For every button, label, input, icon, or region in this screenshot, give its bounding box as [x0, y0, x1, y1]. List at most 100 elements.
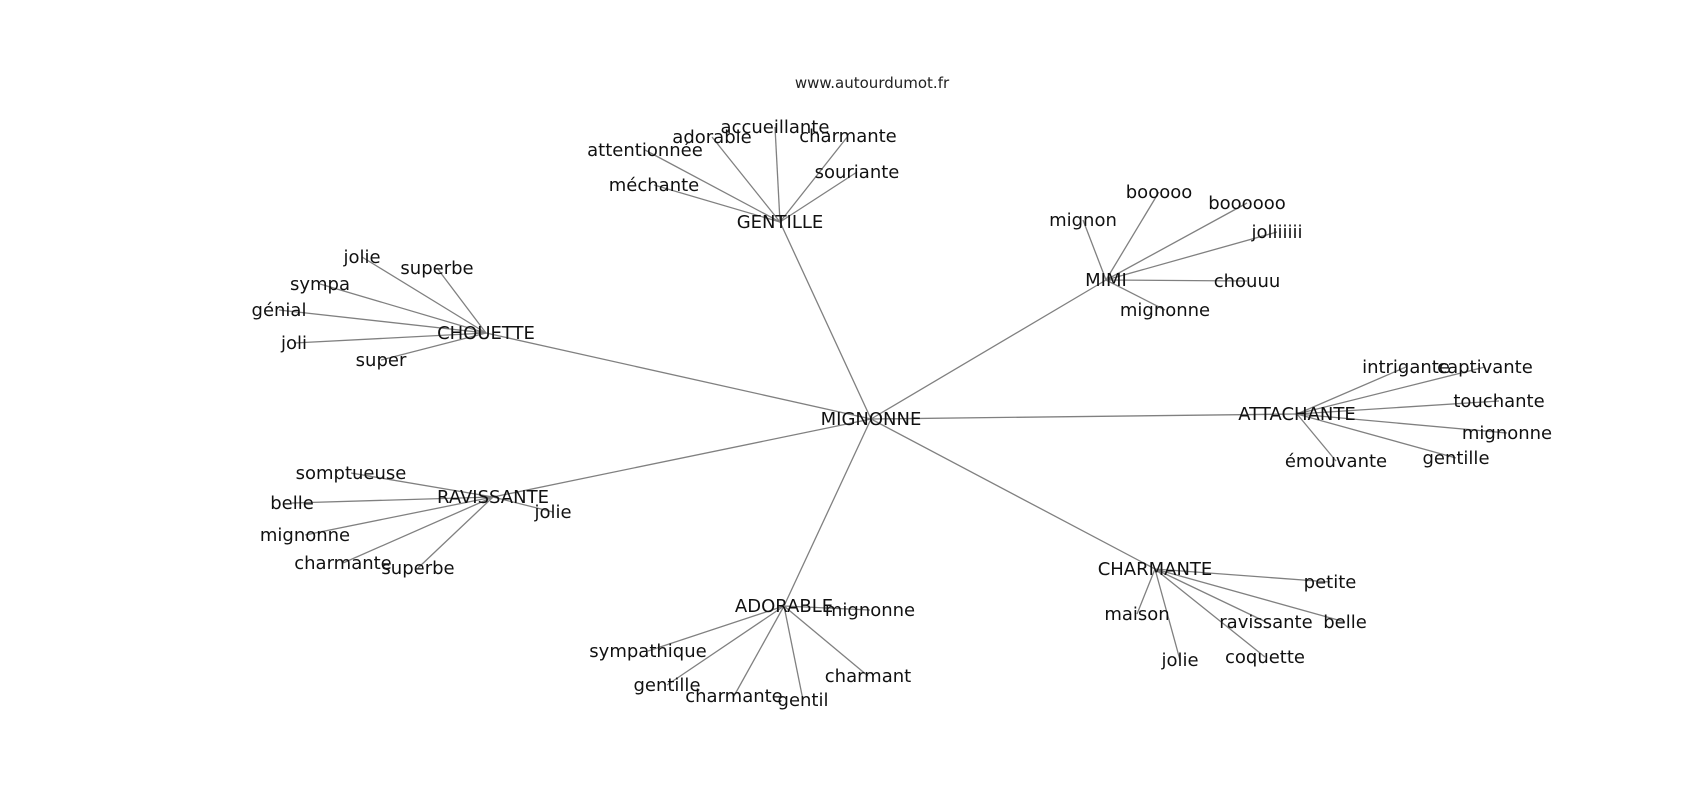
edge-hub-word [644, 149, 781, 223]
edge-hub-word [1296, 413, 1457, 459]
edge-root-hub [870, 418, 1156, 570]
edge-hub-word [711, 136, 781, 223]
edge-hub-word [647, 605, 785, 652]
word-node-label: mignonne [1462, 423, 1552, 444]
word-node-label: super [356, 350, 407, 371]
word-node-label: sympa [290, 274, 350, 295]
edge-hub-word [1105, 231, 1278, 281]
edge-hub-word [1136, 568, 1156, 615]
edge-hub-word [278, 309, 487, 334]
word-node-label: maison [1104, 604, 1169, 625]
edge-hub-word [1154, 568, 1267, 623]
edge-hub-word [361, 256, 487, 334]
edge-root-hub [485, 332, 872, 420]
word-node-label: méchante [609, 175, 699, 196]
edge-hub-word [783, 605, 871, 611]
word-node-label: charmante [294, 553, 392, 574]
hub-node-label: RAVISSANTE [437, 487, 549, 508]
word-node-label: intrigante [1362, 357, 1450, 378]
edge-hub-word [1154, 568, 1266, 658]
edge-hub-word [1082, 219, 1107, 281]
edge-hub-word [1296, 413, 1337, 462]
edge-hub-word [1105, 279, 1248, 282]
edge-hub-word [774, 126, 781, 223]
edge-hub-word [436, 267, 487, 334]
word-node-label: jolie [342, 247, 380, 268]
word-node-label: mignon [1049, 210, 1117, 231]
hub-node-label: MIMI [1085, 270, 1127, 291]
word-node-label: charmante [799, 126, 897, 147]
word-node-label: joliiiiii [1250, 222, 1302, 243]
edge-root-hub [870, 279, 1107, 420]
watermark: www.autourdumot.fr [795, 74, 950, 92]
edge-hub-word [319, 283, 487, 334]
word-node-label: attentionnée [587, 140, 703, 161]
edge-hub-word [342, 496, 494, 564]
edge-hub-word [492, 496, 554, 513]
edge-hub-word [666, 605, 785, 686]
edge-hub-word [1105, 202, 1248, 281]
word-node-label: mignonne [1120, 300, 1210, 321]
word-node-label: belle [1323, 612, 1367, 633]
edge-hub-word [1154, 568, 1331, 583]
edge-hub-word [1154, 568, 1346, 623]
edge-hub-word [350, 472, 494, 498]
word-node-label: adorable [672, 127, 751, 148]
word-node-label: accueillante [721, 117, 830, 138]
word-node-label: jolie [533, 502, 571, 523]
edge-hub-word [653, 184, 781, 223]
word-node-label: touchante [1453, 391, 1544, 412]
word-node-label: sympathique [589, 641, 706, 662]
edges [278, 126, 1508, 701]
word-node-label: gentille [1422, 448, 1489, 469]
hub-node-label: ADORABLE [735, 596, 833, 617]
edge-hub-word [1105, 279, 1166, 311]
word-node-label: coquette [1225, 647, 1305, 668]
word-node-label: belle [270, 493, 314, 514]
word-node-label: souriante [815, 162, 900, 183]
word-node-label: jolie [1160, 650, 1198, 671]
hub-node-label: CHOUETTE [437, 323, 535, 344]
edge-hub-word [733, 605, 785, 697]
edge-hub-word [293, 332, 487, 344]
edge-root-hub [492, 418, 872, 498]
root-node-label: MIGNONNE [821, 409, 922, 430]
edge-hub-word [1154, 568, 1181, 661]
hub-node-label: GENTILLE [737, 212, 824, 233]
edge-hub-word [380, 332, 487, 361]
word-node-label: captivante [1437, 357, 1533, 378]
word-node-label: boooooo [1208, 193, 1286, 214]
edge-hub-word [783, 605, 804, 701]
labels: MIGNONNE GENTILLE accueillanteadorableatte… [252, 117, 1553, 711]
word-node-label: émouvante [1285, 451, 1387, 472]
word-node-label: mignonne [260, 525, 350, 546]
edge-hub-word [304, 496, 494, 536]
edge-hub-word [779, 171, 858, 223]
word-node-label: superbe [400, 258, 473, 279]
word-node-label: joli [280, 333, 307, 354]
word-node-label: gentil [778, 690, 829, 711]
edge-root-hub [783, 418, 872, 607]
edge-root-hub [779, 221, 872, 420]
edge-hub-word [779, 135, 849, 223]
word-node-label: mignonne [825, 600, 915, 621]
word-node-label: petite [1304, 572, 1357, 593]
word-node-label: charmante [685, 686, 783, 707]
word-node-label: booooo [1126, 182, 1193, 203]
hub-node-label: ATTACHANTE [1238, 404, 1355, 425]
edge-hub-word [783, 605, 869, 677]
word-node-label: somptueuse [296, 463, 407, 484]
word-node-label: génial [252, 300, 307, 321]
hub-node-label: CHARMANTE [1098, 559, 1213, 580]
edge-hub-word [1105, 191, 1160, 281]
word-node-label: chouuu [1214, 271, 1281, 292]
edge-root-hub [870, 413, 1298, 420]
edge-hub-word [1296, 413, 1508, 434]
word-node-label: gentille [633, 675, 700, 696]
word-node-label: ravissante [1219, 612, 1312, 633]
edge-hub-word [417, 496, 494, 569]
edge-hub-word [1296, 400, 1500, 415]
edge-hub-word [291, 496, 494, 504]
edge-hub-word [1296, 366, 1486, 415]
